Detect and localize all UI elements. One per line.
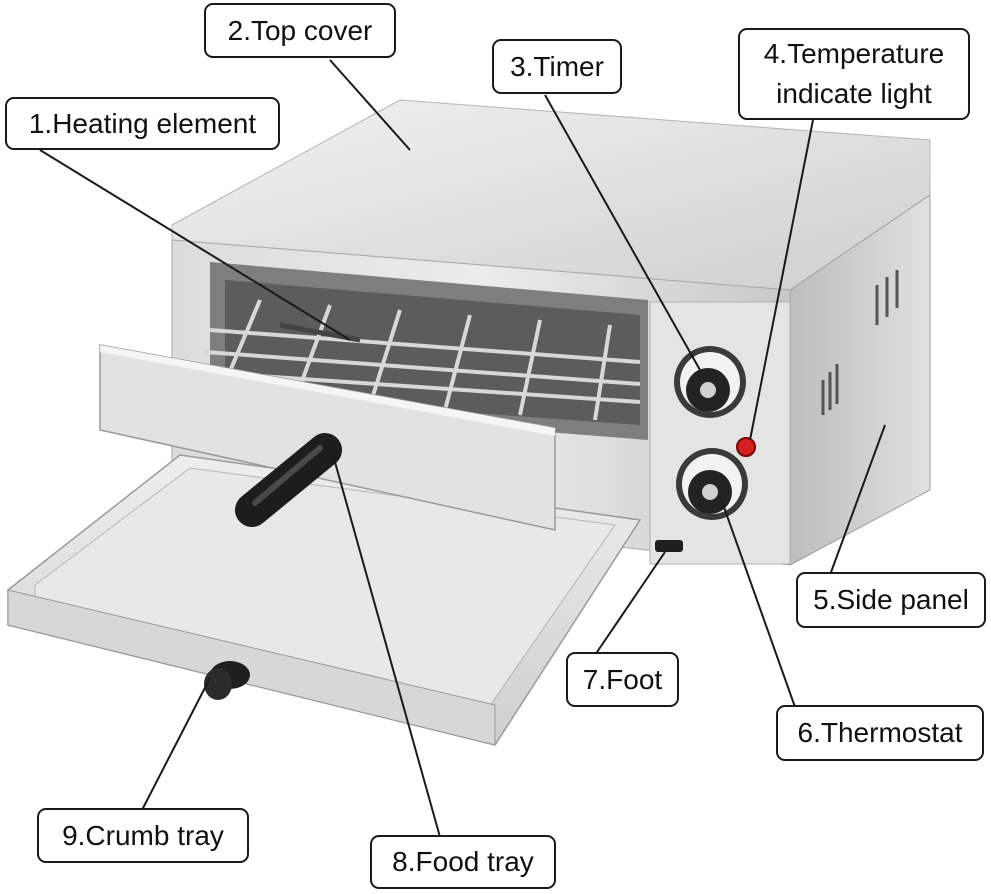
leader-crumb-tray xyxy=(141,677,211,811)
label-side-panel-text: 5.Side panel xyxy=(813,584,969,615)
crumb-tray-knob xyxy=(204,661,250,700)
label-food-tray: 8.Food tray xyxy=(370,835,556,889)
label-heating-element-text: 1.Heating element xyxy=(28,107,257,139)
leader-timer xyxy=(544,94,701,371)
label-thermostat-text: 6.Thermostat xyxy=(797,717,963,748)
label-crumb-tray-text: 9.Crumb tray xyxy=(62,819,224,851)
leader-temperature-light xyxy=(749,119,814,441)
control-panel xyxy=(649,301,791,565)
leader-food-tray xyxy=(332,454,441,838)
label-heating-element: 1.Heating element xyxy=(5,97,280,150)
temperature-indicator-light xyxy=(736,437,756,457)
label-foot: 7.Foot xyxy=(566,652,679,707)
label-timer-text: 3.Timer xyxy=(510,50,604,82)
label-temperature-light-line1: 4.Temperature xyxy=(763,38,945,69)
label-temperature-light: 4.Temperature indicate light xyxy=(738,28,970,120)
label-crumb-tray: 9.Crumb tray xyxy=(37,808,249,863)
label-side-panel: 5.Side panel xyxy=(796,572,986,628)
label-food-tray-text: 8.Food tray xyxy=(392,846,534,877)
leader-side-panel xyxy=(829,424,886,576)
rack-grid xyxy=(199,299,641,421)
timer-knob xyxy=(674,346,746,418)
leader-thermostat xyxy=(719,495,796,708)
food-tray-handle xyxy=(235,433,342,527)
label-thermostat: 6.Thermostat xyxy=(776,705,984,761)
side-vents xyxy=(821,270,899,415)
leader-top-cover xyxy=(329,59,411,151)
leader-foot xyxy=(594,551,666,656)
label-timer: 3.Timer xyxy=(492,39,622,94)
label-foot-text: 7.Foot xyxy=(582,663,663,695)
leader-heating-element xyxy=(39,149,351,341)
label-top-cover: 2.Top cover xyxy=(204,3,396,58)
thermostat-knob xyxy=(676,448,748,520)
label-temperature-light-line2: indicate light xyxy=(776,78,932,109)
label-top-cover-text: 2.Top cover xyxy=(227,14,373,46)
foot-shape xyxy=(655,540,683,552)
